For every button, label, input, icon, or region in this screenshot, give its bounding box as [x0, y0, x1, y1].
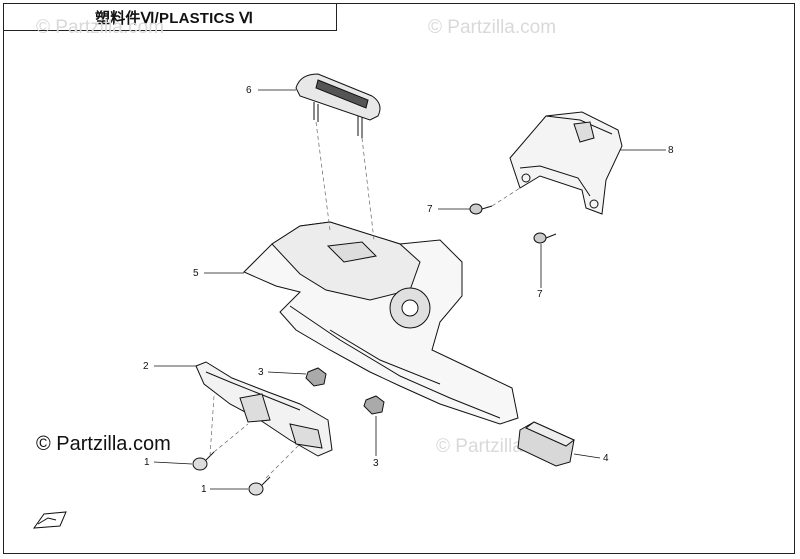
orientation-arrow-icon: [32, 511, 67, 529]
part-2-plate-mount[interactable]: [195, 361, 333, 457]
callout-1: 1: [201, 484, 207, 495]
watermark: © Partzilla.com: [36, 17, 165, 38]
leader-lines: [153, 89, 666, 490]
assembly-lines: [209, 121, 521, 479]
part-1-bolt[interactable]: [248, 476, 271, 496]
copyright-text: © Partzilla.com: [36, 433, 171, 455]
title-box: [3, 3, 337, 31]
part-6-emblem[interactable]: [295, 73, 381, 138]
part-4-reflector[interactable]: [517, 421, 575, 467]
diagram-frame: [3, 3, 795, 554]
callout-5: 5: [193, 268, 199, 279]
callout-3: 3: [373, 458, 379, 469]
part-3-clip[interactable]: [363, 395, 385, 415]
callout-3: 3: [258, 367, 264, 378]
callout-7: 7: [537, 289, 543, 300]
part-3-clip[interactable]: [305, 367, 327, 387]
part-8-bracket[interactable]: [509, 111, 623, 215]
part-7-screw[interactable]: [469, 203, 493, 215]
callout-2: 2: [143, 361, 149, 372]
callout-7: 7: [427, 204, 433, 215]
part-1-bolt[interactable]: [192, 451, 215, 471]
callout-6: 6: [246, 85, 252, 96]
callout-8: 8: [668, 145, 674, 156]
part-5-rear-fender[interactable]: [243, 221, 519, 425]
callout-4: 4: [603, 453, 609, 464]
part-7-screw[interactable]: [533, 232, 557, 244]
callout-1: 1: [144, 457, 150, 468]
diagram-title: 塑料件Ⅵ/PLASTICS Ⅵ: [95, 10, 254, 27]
watermark: © Partzilla.com: [428, 17, 557, 38]
